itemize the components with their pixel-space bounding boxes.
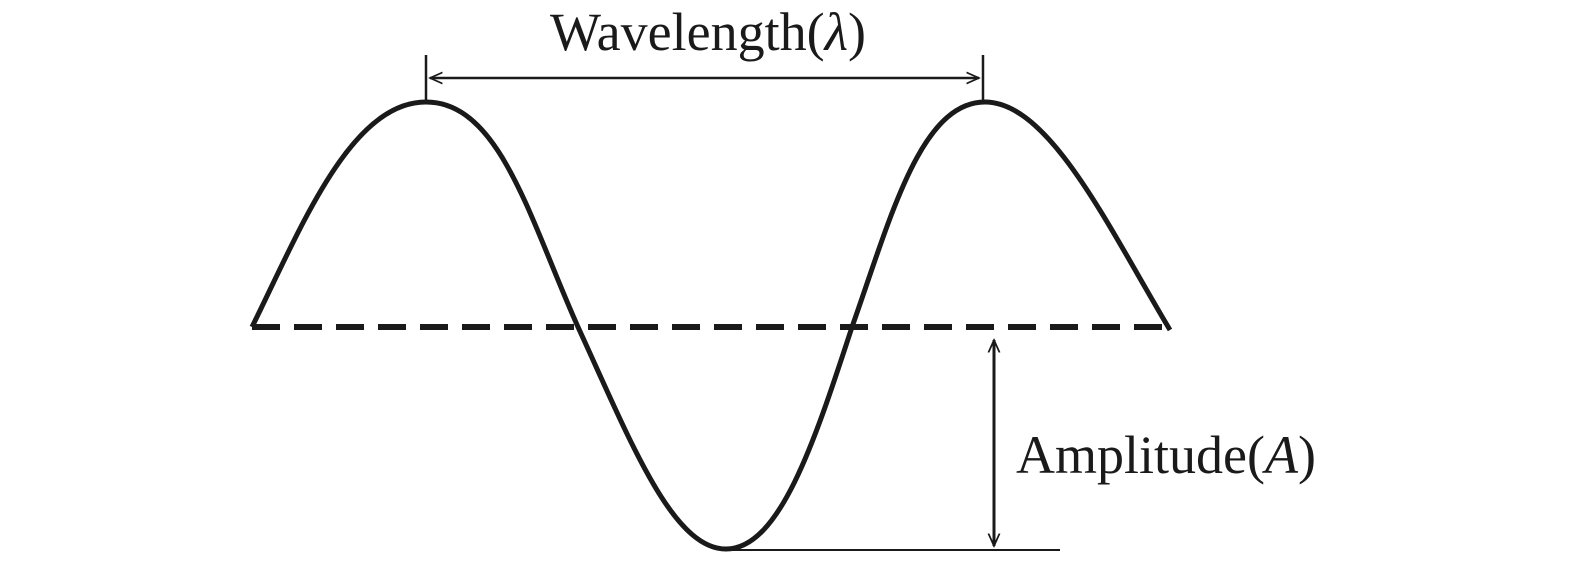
- amplitude-label-word: Amplitude: [1016, 425, 1247, 485]
- amplitude-label-close-paren: ): [1298, 425, 1316, 485]
- wavelength-label-close-paren: ): [848, 2, 866, 62]
- wavelength-label-word: Wavelength: [550, 2, 807, 62]
- amplitude-label-symbol: A: [1262, 425, 1299, 485]
- amplitude-label-open-paren: (: [1247, 425, 1265, 485]
- sine-wave: [249, 99, 1173, 552]
- wavelength-label-symbol: λ: [823, 2, 848, 62]
- amplitude-label: Amplitude(A): [1016, 425, 1316, 485]
- wavelength-label-open-paren: (: [807, 2, 825, 62]
- wavelength-label: Wavelength(λ): [550, 2, 866, 62]
